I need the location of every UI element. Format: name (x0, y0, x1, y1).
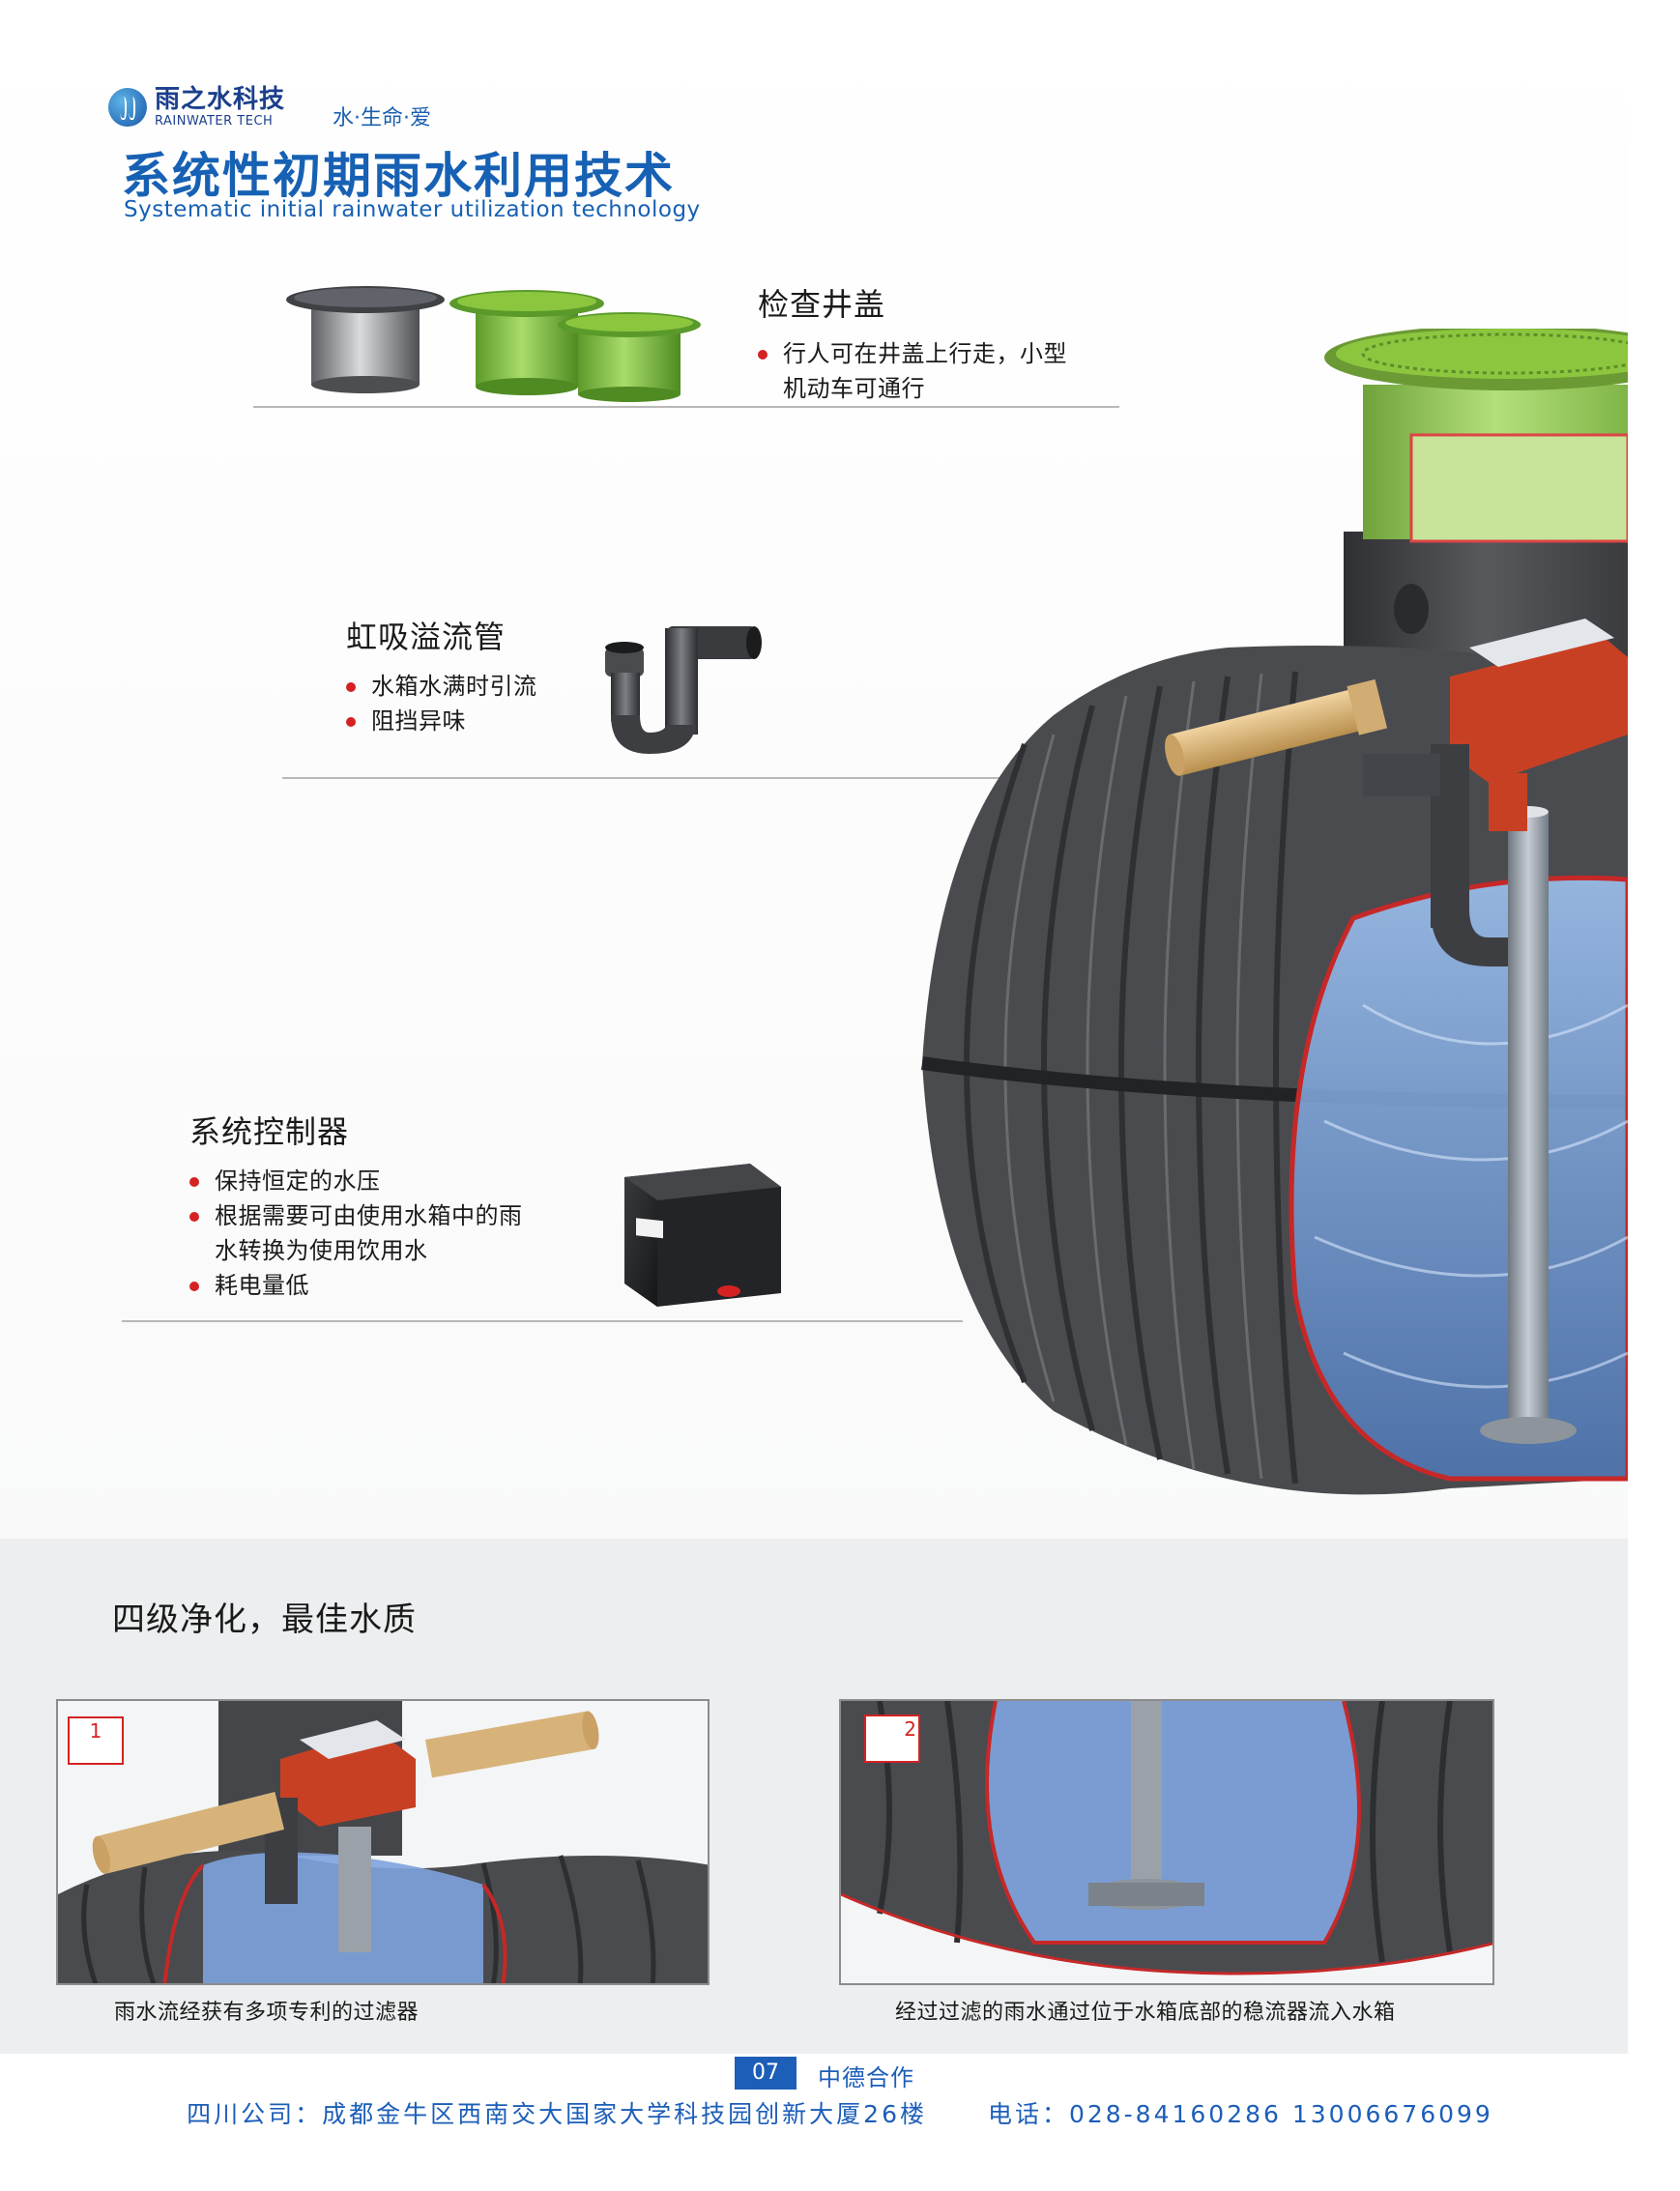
phone-numbers: 电话：028-84160286 13006676099 (987, 2100, 1493, 2128)
bullet-dot-icon (758, 350, 768, 360)
bullet-dot-icon (346, 682, 356, 692)
callout-item: 保持恒定的水压 (189, 1164, 523, 1198)
callout-item: 水箱水满时引流 (346, 669, 537, 704)
callout-item: 阻挡异味 (346, 704, 537, 738)
logo-cn-text: 雨之水科技 (155, 85, 286, 114)
photo-filter (56, 1699, 710, 1985)
photo-caption-1: 雨水流经获有多项专利的过滤器 (114, 2001, 420, 2025)
callout-item: 耗电量低 (189, 1268, 523, 1303)
section-name: 中德合作 (818, 2064, 914, 2091)
callout-siphon: 虹吸溢流管 水箱水满时引流 阻挡异味 (346, 613, 537, 738)
company-address: 四川公司：成都金牛区西南交大国家大学科技园创新大厦26楼 (187, 2100, 927, 2128)
callout-title: 检查井盖 (758, 286, 886, 323)
photo-stabilizer (839, 1699, 1494, 1985)
filter-photo-illustration (58, 1701, 708, 1983)
page-number: 07 (735, 2057, 797, 2090)
callout-item: 根据需要可由使用水箱中的雨 水转换为使用饮用水 (189, 1198, 523, 1268)
rain-drop-icon (108, 88, 147, 127)
callout-item: 行人可在井盖上行走，小型 机动车可通行 (758, 336, 1067, 406)
section-heading: 四级净化，最佳水质 (112, 1600, 417, 1639)
stabilizer-photo-illustration (841, 1701, 1492, 1983)
photo-number-2: 2 (864, 1715, 920, 1763)
bullet-dot-icon (346, 717, 356, 727)
slogan: 水·生命·爱 (333, 106, 431, 130)
controller-thumbnail (624, 1164, 781, 1307)
callout-title: 系统控制器 (189, 1113, 350, 1150)
leader-line-siphon (282, 777, 1191, 779)
logo-en-text: RAINWATER TECH (155, 114, 274, 129)
callout-inspection-cover: 检查井盖 行人可在井盖上行走，小型 机动车可通行 (758, 280, 1067, 406)
photo-caption-2: 经过过滤的雨水通过位于水箱底部的稳流器流入水箱 (895, 2001, 1396, 2025)
page-title: 系统性初期雨水利用技术 (122, 148, 675, 204)
photo-number-1: 1 (68, 1716, 124, 1765)
bullet-dot-icon (189, 1177, 199, 1187)
leader-line-cover (253, 406, 1119, 408)
bullet-dot-icon (189, 1282, 199, 1291)
rainwater-tank-illustration (921, 329, 1628, 1495)
callout-title: 虹吸溢流管 (346, 619, 507, 655)
company-logo: 雨之水科技 RAINWATER TECH (108, 87, 285, 128)
bullet-dot-icon (189, 1212, 199, 1222)
callout-controller: 系统控制器 保持恒定的水压 根据需要可由使用水箱中的雨 水转换为使用饮用水 耗电… (189, 1108, 523, 1303)
page-subtitle: Systematic initial rainwater utilization… (124, 197, 701, 222)
leader-line-controller (122, 1320, 963, 1322)
inspection-cover-thumbnails (286, 286, 701, 402)
siphon-overflow-thumbnail (605, 626, 762, 754)
footer-contact: 四川公司：成都金牛区西南交大国家大学科技园创新大厦26楼 电话：028-8416… (0, 2095, 1680, 2130)
